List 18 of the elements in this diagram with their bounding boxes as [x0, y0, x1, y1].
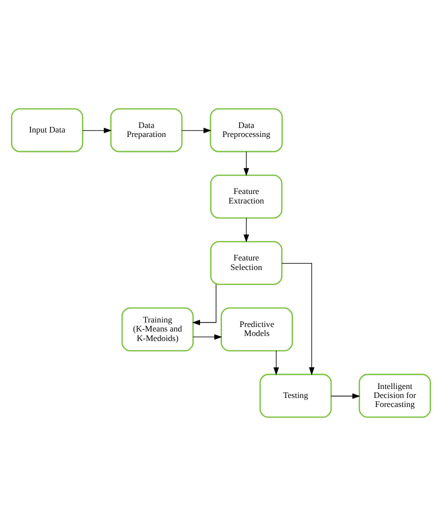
node-box: Intelligent Decision for Forecasting — [358, 373, 431, 418]
node-box: Input Data — [10, 108, 83, 152]
node-box: Data Preparation — [110, 108, 182, 152]
arrow — [243, 217, 249, 242]
arrow — [82, 127, 112, 133]
node-box: Data Preprocessing — [209, 108, 282, 152]
node-box: Feature Extraction — [210, 174, 282, 218]
node-box: Predictive Models — [220, 306, 292, 351]
arrow — [192, 334, 222, 340]
arrow — [281, 262, 314, 375]
arrow — [181, 127, 211, 133]
arrow — [272, 350, 278, 375]
node-box: Feature Selection — [210, 240, 282, 285]
node-box: Testing — [258, 373, 332, 418]
arrow — [243, 150, 249, 176]
arrow — [192, 284, 216, 325]
arrow — [330, 392, 360, 398]
node-box: Training (K-Means and K-Medoids) — [120, 306, 194, 351]
